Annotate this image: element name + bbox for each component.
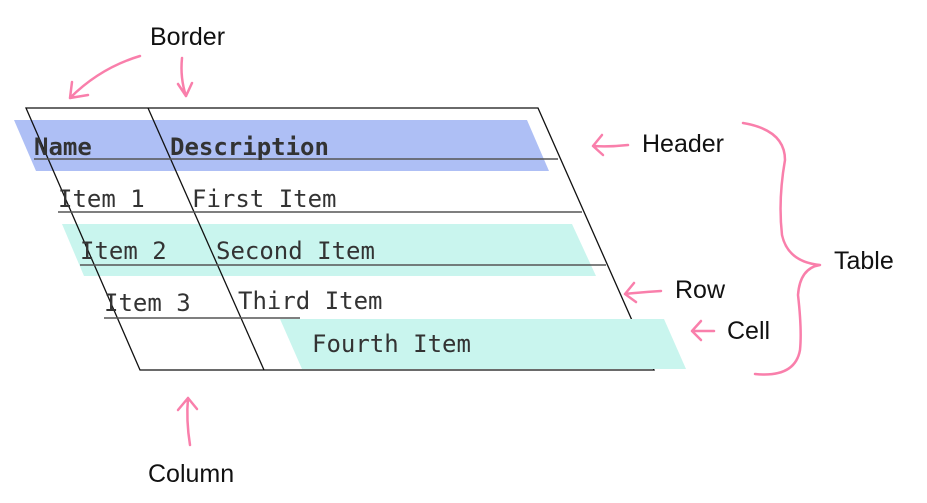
cell-description: Third Item — [238, 287, 383, 315]
column-label: Column — [148, 460, 234, 488]
border-arrow-icon — [68, 54, 142, 100]
row-arrow-icon — [623, 281, 663, 304]
border-arrow-icon — [176, 56, 194, 98]
border-label: Border — [150, 23, 225, 51]
cell-highlight — [280, 319, 686, 369]
table-brace-icon — [741, 121, 822, 376]
row-label: Row — [675, 276, 726, 304]
table-label: Table — [834, 247, 894, 275]
cell-description: First Item — [192, 185, 337, 213]
cell-description: Second Item — [216, 237, 375, 265]
table-border — [25, 107, 655, 371]
cell-name: Item 2 — [80, 237, 167, 265]
highlighted-cell-text: Fourth Item — [312, 330, 471, 358]
column-arrow-icon — [176, 396, 199, 447]
cell-arrow-icon — [690, 319, 716, 342]
cell-name: Item 3 — [104, 289, 191, 317]
header-arrow-icon — [591, 133, 630, 157]
header-description: Description — [170, 133, 329, 161]
row-highlight — [62, 224, 596, 276]
column-divider — [147, 107, 265, 371]
cell-name: Item 1 — [58, 185, 145, 213]
header-name: Name — [34, 133, 92, 161]
header-label: Header — [642, 130, 724, 158]
cell-label: Cell — [727, 317, 770, 345]
